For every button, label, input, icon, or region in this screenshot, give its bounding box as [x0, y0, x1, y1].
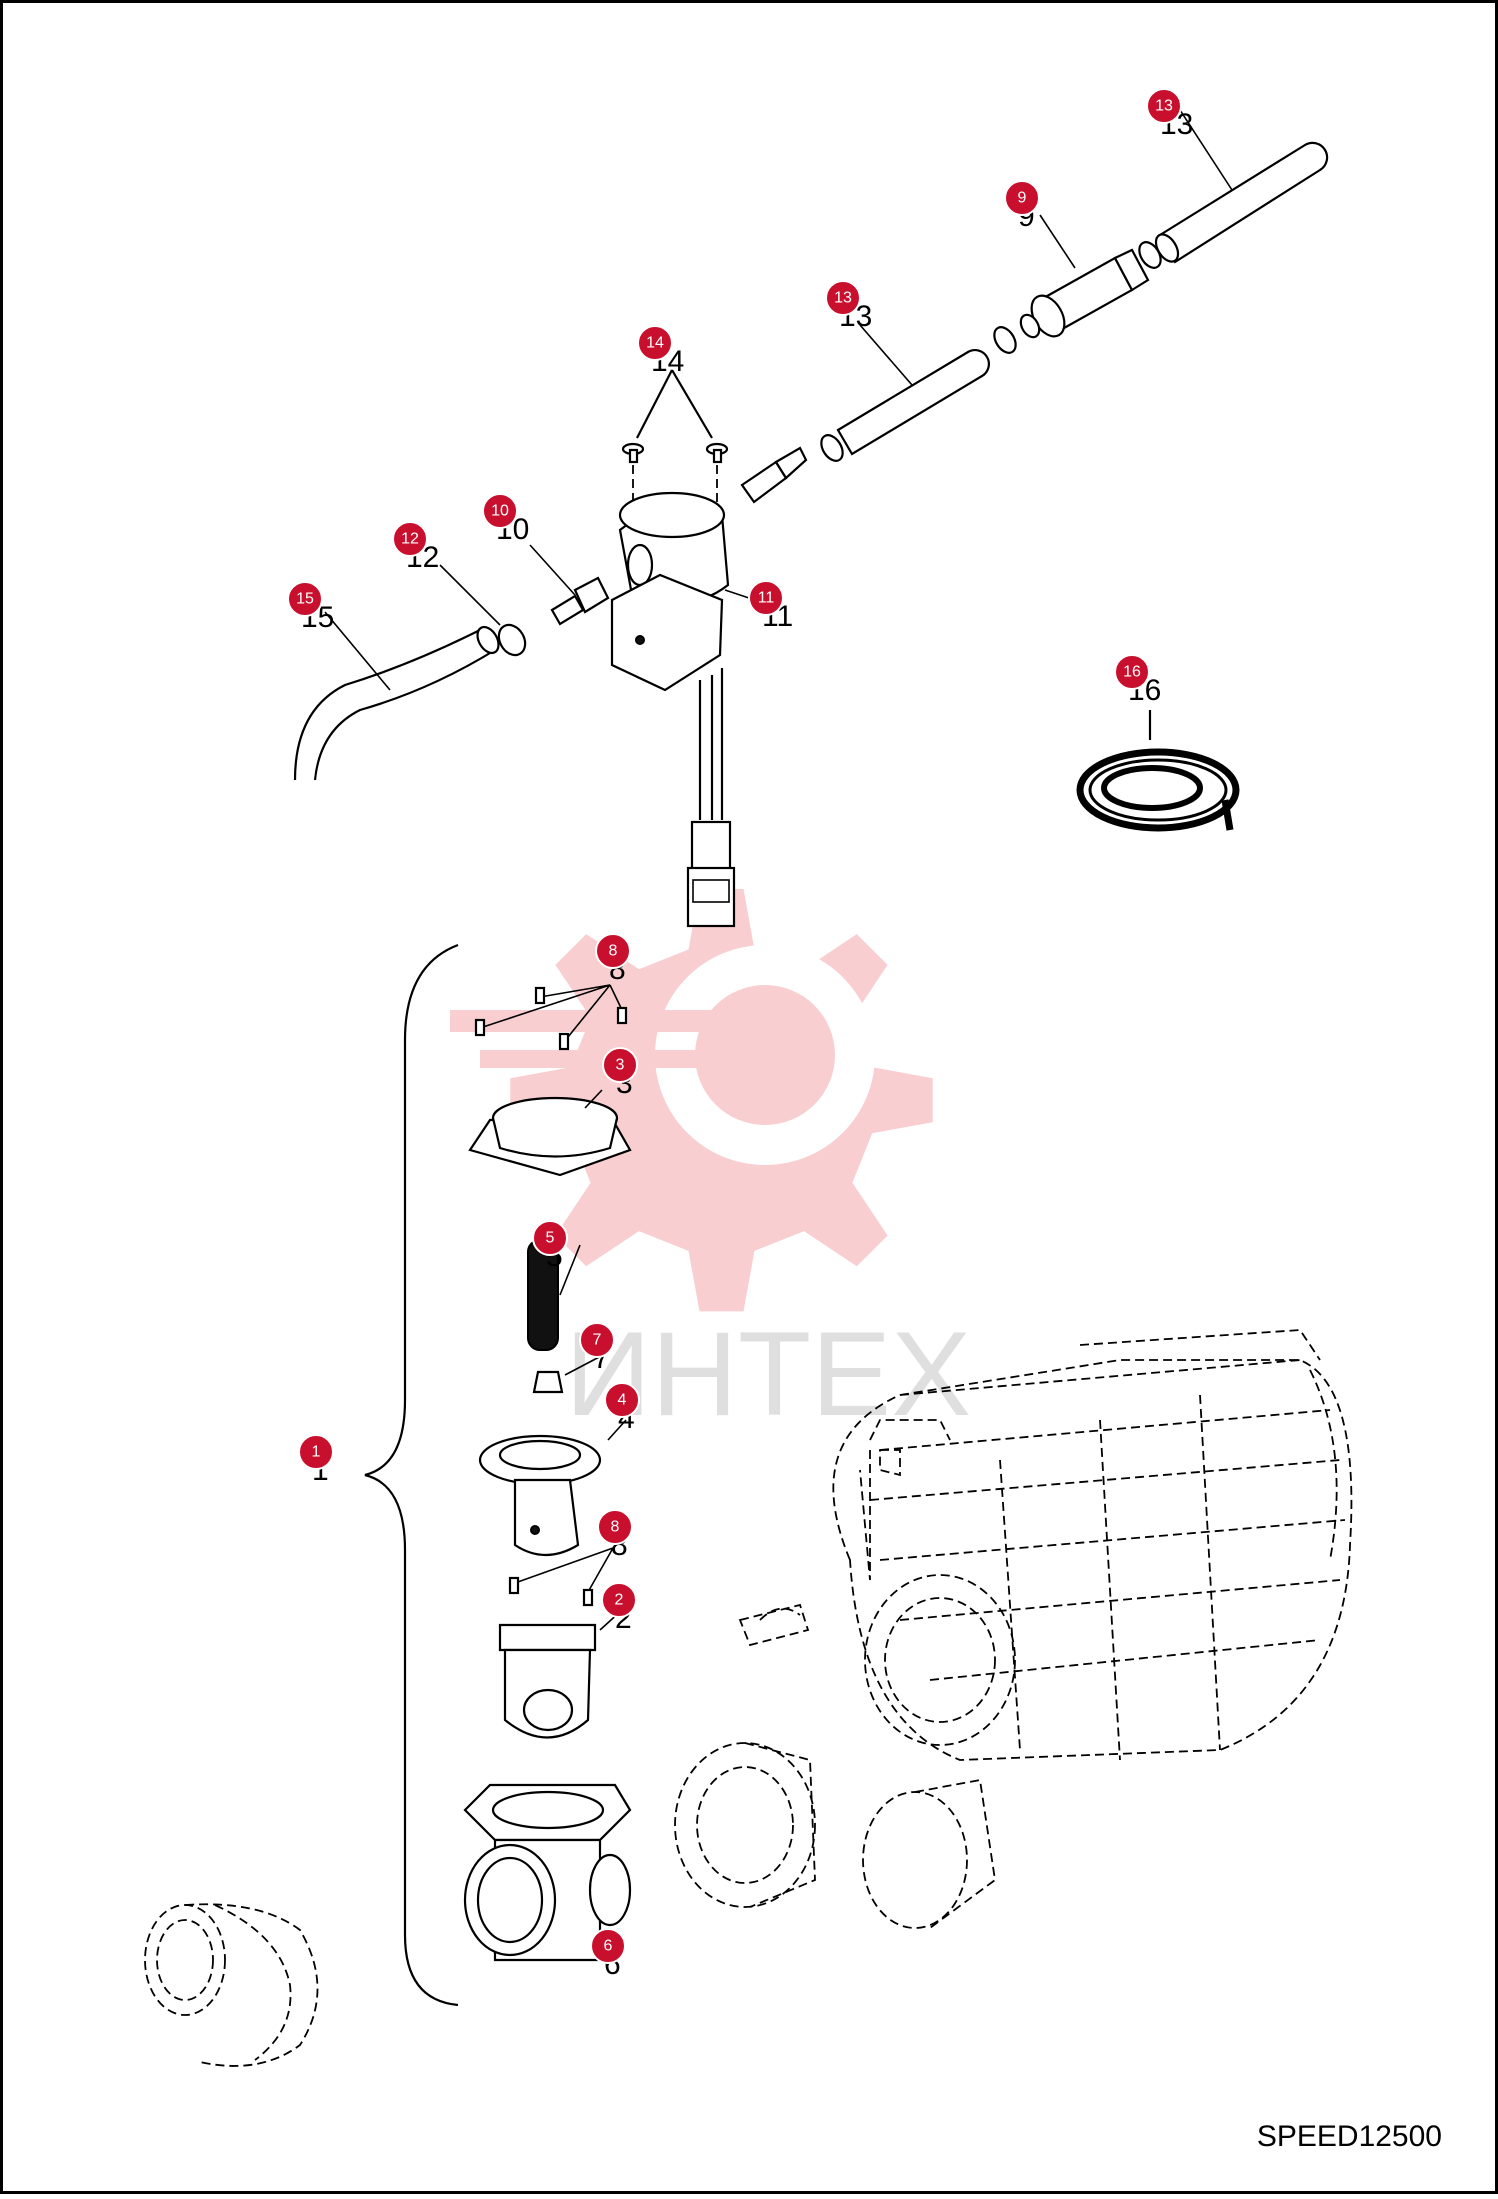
group-1-brace — [364, 943, 459, 2007]
callout-number: 16 — [1123, 664, 1141, 681]
callout-number: 8 — [609, 943, 618, 960]
hose-13-upper — [1138, 109, 1329, 269]
callout-number: 9 — [1018, 190, 1027, 207]
callout-3: 33 — [602, 1047, 638, 1100]
fuel-filter-9 — [1019, 214, 1150, 339]
solenoid-valve-11 — [610, 491, 756, 928]
bracket-2 — [498, 1609, 623, 1739]
diaphragm-cover-3 — [468, 1089, 632, 1177]
callout-badge — [595, 933, 631, 969]
diaphragm-4 — [478, 1419, 627, 1556]
callout-4: 44 — [604, 1382, 640, 1435]
elbow-dashed — [144, 1903, 319, 2067]
callout-badge — [602, 1047, 638, 1083]
callout-8: 88 — [595, 933, 631, 986]
callout-badge — [482, 493, 518, 529]
callout-number: 14 — [646, 335, 664, 352]
valve-housing-6 — [463, 1783, 632, 1962]
callout-number: 3 — [616, 1057, 625, 1074]
hose-coil-16 — [1076, 710, 1240, 832]
callout-badge — [1146, 88, 1182, 124]
callout-number: 4 — [618, 1392, 627, 1409]
callout-number: 8 — [611, 1519, 620, 1536]
callout-number: 6 — [604, 1938, 613, 1955]
fitting-upper — [740, 446, 808, 504]
watermark-text: ИНТЕХ — [565, 1307, 971, 1441]
air-cleaner-assembly-dashed — [674, 1329, 1353, 1929]
callout-1: 11 — [298, 1434, 334, 1487]
callout-badge — [601, 1582, 637, 1618]
callout-badge — [287, 581, 323, 617]
callout-badge — [392, 521, 428, 557]
callout-badge — [532, 1220, 568, 1256]
callout-7: 77 — [579, 1322, 615, 1375]
callout-badge — [1114, 654, 1150, 690]
callout-number: 11 — [758, 590, 775, 607]
screws-8-upper — [474, 984, 628, 1051]
callout-number: 15 — [296, 591, 314, 608]
diagram-code: SPEED12500 — [1256, 2120, 1442, 2153]
callout-number: 7 — [593, 1332, 602, 1349]
fitting-10 — [529, 544, 610, 626]
callout-badge — [825, 280, 861, 316]
callout-8: 88 — [597, 1509, 633, 1562]
callout-number: 2 — [615, 1592, 624, 1609]
clamp-12 — [439, 564, 527, 657]
callout-badge — [748, 580, 784, 616]
callout-number: 12 — [401, 531, 419, 548]
callout-badge — [579, 1322, 615, 1358]
callout-2: 22 — [601, 1582, 637, 1635]
cap-7 — [532, 1354, 604, 1394]
callout-badge — [637, 325, 673, 361]
screws-8-lower — [508, 1547, 614, 1607]
callout-number: 13 — [834, 290, 852, 307]
callout-badge — [1004, 180, 1040, 216]
watermark-gear-icon — [450, 889, 933, 1312]
callout-number: 5 — [546, 1230, 555, 1247]
callout-layer: 1313991313141410101212111115151616883355… — [287, 88, 1193, 1981]
callout-5: 55 — [532, 1220, 568, 1273]
callout-6: 66 — [590, 1928, 626, 1981]
callout-9: 99 — [1004, 180, 1040, 233]
callout-number: 1 — [312, 1444, 321, 1461]
callout-number: 10 — [491, 503, 509, 520]
callout-badge — [590, 1928, 626, 1964]
callout-badge — [597, 1509, 633, 1545]
hose-13-middle — [820, 324, 1017, 462]
callout-badge — [604, 1382, 640, 1418]
hose-15 — [293, 611, 500, 781]
callout-badge — [298, 1434, 334, 1470]
callout-number: 13 — [1155, 98, 1173, 115]
